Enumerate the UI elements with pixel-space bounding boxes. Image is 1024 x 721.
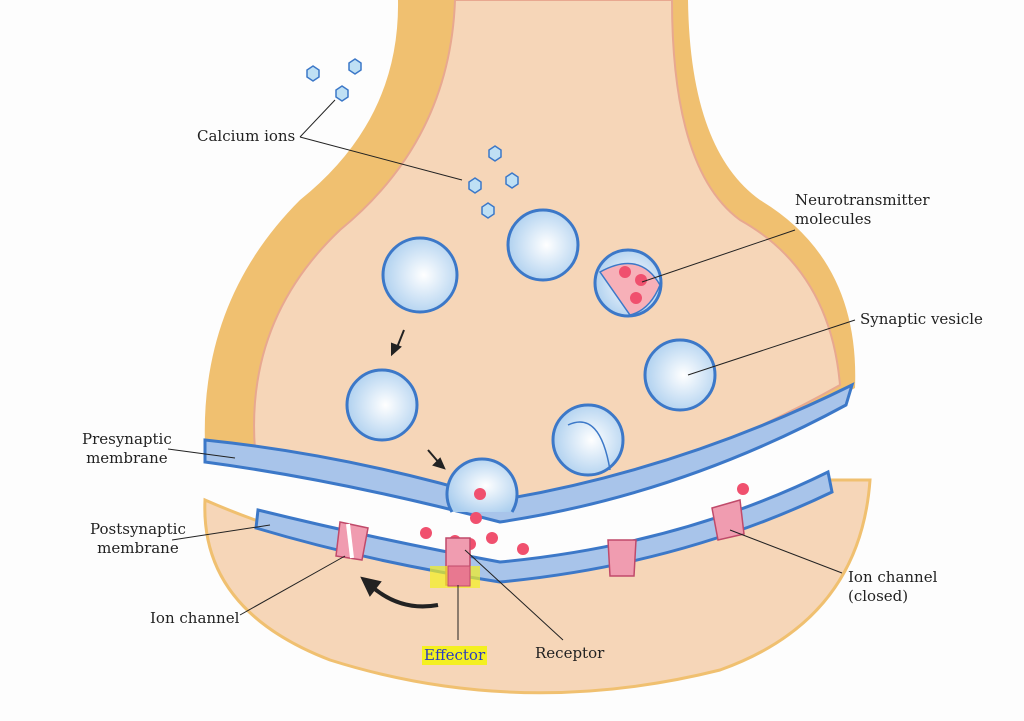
arrows — [360, 329, 446, 609]
label-ion-channel: Ion channel — [150, 609, 240, 627]
label-receptor: Receptor — [535, 644, 605, 662]
calcium-ions — [306, 58, 519, 219]
label-presynaptic-membrane: Presynaptic membrane — [82, 430, 172, 467]
postsynaptic-membrane — [254, 469, 834, 584]
label-effector: Effector — [422, 646, 488, 665]
label-ion-channel-closed: Ion channel (closed) — [848, 568, 938, 605]
presynaptic-membrane — [203, 382, 855, 524]
label-postsynaptic-membrane: Postsynaptic membrane — [90, 520, 186, 557]
label-neurotransmitter: Neurotransmitter molecules — [795, 191, 930, 228]
label-calcium-ions: Calcium ions — [197, 127, 296, 145]
label-synaptic-vesicle: Synaptic vesicle — [860, 310, 983, 328]
leader-lines — [167, 99, 856, 641]
synaptic-vesicles — [345, 208, 717, 513]
